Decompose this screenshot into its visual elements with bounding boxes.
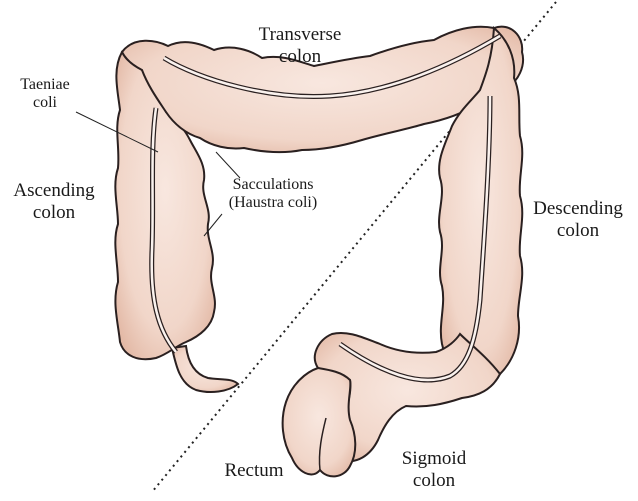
label-sacculations-line1: Sacculations <box>208 176 338 194</box>
label-descending-line1: Descending <box>522 198 634 220</box>
label-taeniae-coli: Taeniae coli <box>12 76 78 113</box>
appendix <box>172 346 238 392</box>
label-descending-line2: colon <box>522 220 634 242</box>
label-transverse-line2: colon <box>255 46 345 68</box>
label-sigmoid-line2: colon <box>384 470 484 492</box>
label-descending-colon: Descending colon <box>522 198 634 242</box>
label-rectum: Rectum <box>216 460 292 482</box>
label-sacculations: Sacculations (Haustra coli) <box>208 176 338 213</box>
label-taeniae-line2: coli <box>12 94 78 112</box>
label-ascending-line1: Ascending <box>4 180 104 202</box>
sacculations-leader-line <box>216 152 240 178</box>
label-sigmoid-colon: Sigmoid colon <box>384 448 484 492</box>
label-transverse-line1: Transverse <box>255 24 345 46</box>
label-sigmoid-line1: Sigmoid <box>384 448 484 470</box>
label-taeniae-line1: Taeniae <box>12 76 78 94</box>
label-rectum-text: Rectum <box>216 460 292 482</box>
label-transverse-colon: Transverse colon <box>255 24 345 68</box>
label-ascending-colon: Ascending colon <box>4 180 104 224</box>
label-sacculations-line2: (Haustra coli) <box>208 194 338 212</box>
label-ascending-line2: colon <box>4 202 104 224</box>
